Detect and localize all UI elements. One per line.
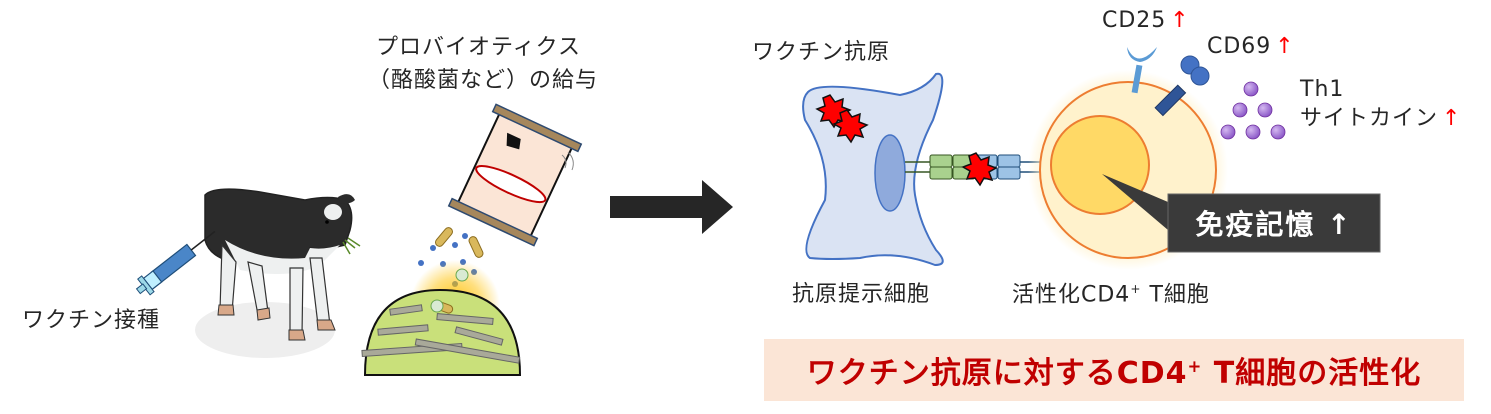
feed-pile-icon bbox=[361, 268, 522, 376]
cytokine-increase-arrow-icon: ↑ bbox=[1442, 106, 1462, 131]
vaccination-label: ワクチン接種 bbox=[22, 308, 161, 333]
cd69-label: CD69↑ bbox=[1207, 34, 1295, 60]
th1-label-line1: Th1 bbox=[1300, 77, 1345, 102]
probiotics-label-line2: （酪酸菌など）の給与 bbox=[368, 68, 599, 93]
immune-memory-text: 免疫記憶 ↑ bbox=[1195, 208, 1353, 241]
cd69-text: CD69 bbox=[1207, 34, 1272, 59]
calf-illustration bbox=[204, 188, 361, 341]
banner-prefix: ワクチン抗原に対するCD4 bbox=[806, 356, 1188, 391]
cd25-receptor-icon bbox=[1127, 47, 1157, 94]
probiotics-bag-icon bbox=[447, 103, 583, 247]
mhc-tcr-complex bbox=[905, 152, 1042, 187]
antigen-star bbox=[832, 109, 869, 144]
cd69-increase-arrow-icon: ↑ bbox=[1275, 34, 1295, 59]
vaccine-antigen-label: ワクチン抗原 bbox=[752, 40, 891, 65]
conclusion-banner: ワクチン抗原に対するCD4+ T細胞の活性化 bbox=[764, 339, 1464, 401]
banner-text: ワクチン抗原に対するCD4+ T細胞の活性化 bbox=[807, 348, 1422, 392]
th1-cytokine-text: サイトカイン bbox=[1300, 106, 1439, 131]
th1-cytokine-icon bbox=[1220, 81, 1286, 140]
tcell-label-suffix: T細胞 bbox=[1141, 282, 1210, 308]
apc-label: 抗原提示細胞 bbox=[792, 282, 931, 307]
antigen-presenting-cell bbox=[802, 72, 944, 267]
immune-memory-callout bbox=[1102, 174, 1381, 253]
syringe-icon bbox=[135, 230, 216, 296]
cd25-increase-arrow-icon: ↑ bbox=[1170, 8, 1190, 33]
banner-suffix: T細胞の活性化 bbox=[1202, 356, 1422, 391]
tcell-label-prefix: 活性化CD4 bbox=[1012, 282, 1131, 308]
banner-sup: + bbox=[1187, 357, 1203, 376]
tcell-label-sup: + bbox=[1130, 282, 1142, 296]
probiotics-label-line1: プロバイオティクス bbox=[376, 35, 582, 60]
cd69-receptor-icon bbox=[1154, 55, 1210, 117]
right-arrow-icon bbox=[610, 180, 733, 234]
tcell-label: 活性化CD4+ T細胞 bbox=[1012, 282, 1210, 309]
cd25-label: CD25↑ bbox=[1102, 8, 1190, 34]
th1-label-line2: サイトカイン↑ bbox=[1300, 106, 1461, 132]
cd25-text: CD25 bbox=[1102, 8, 1167, 33]
